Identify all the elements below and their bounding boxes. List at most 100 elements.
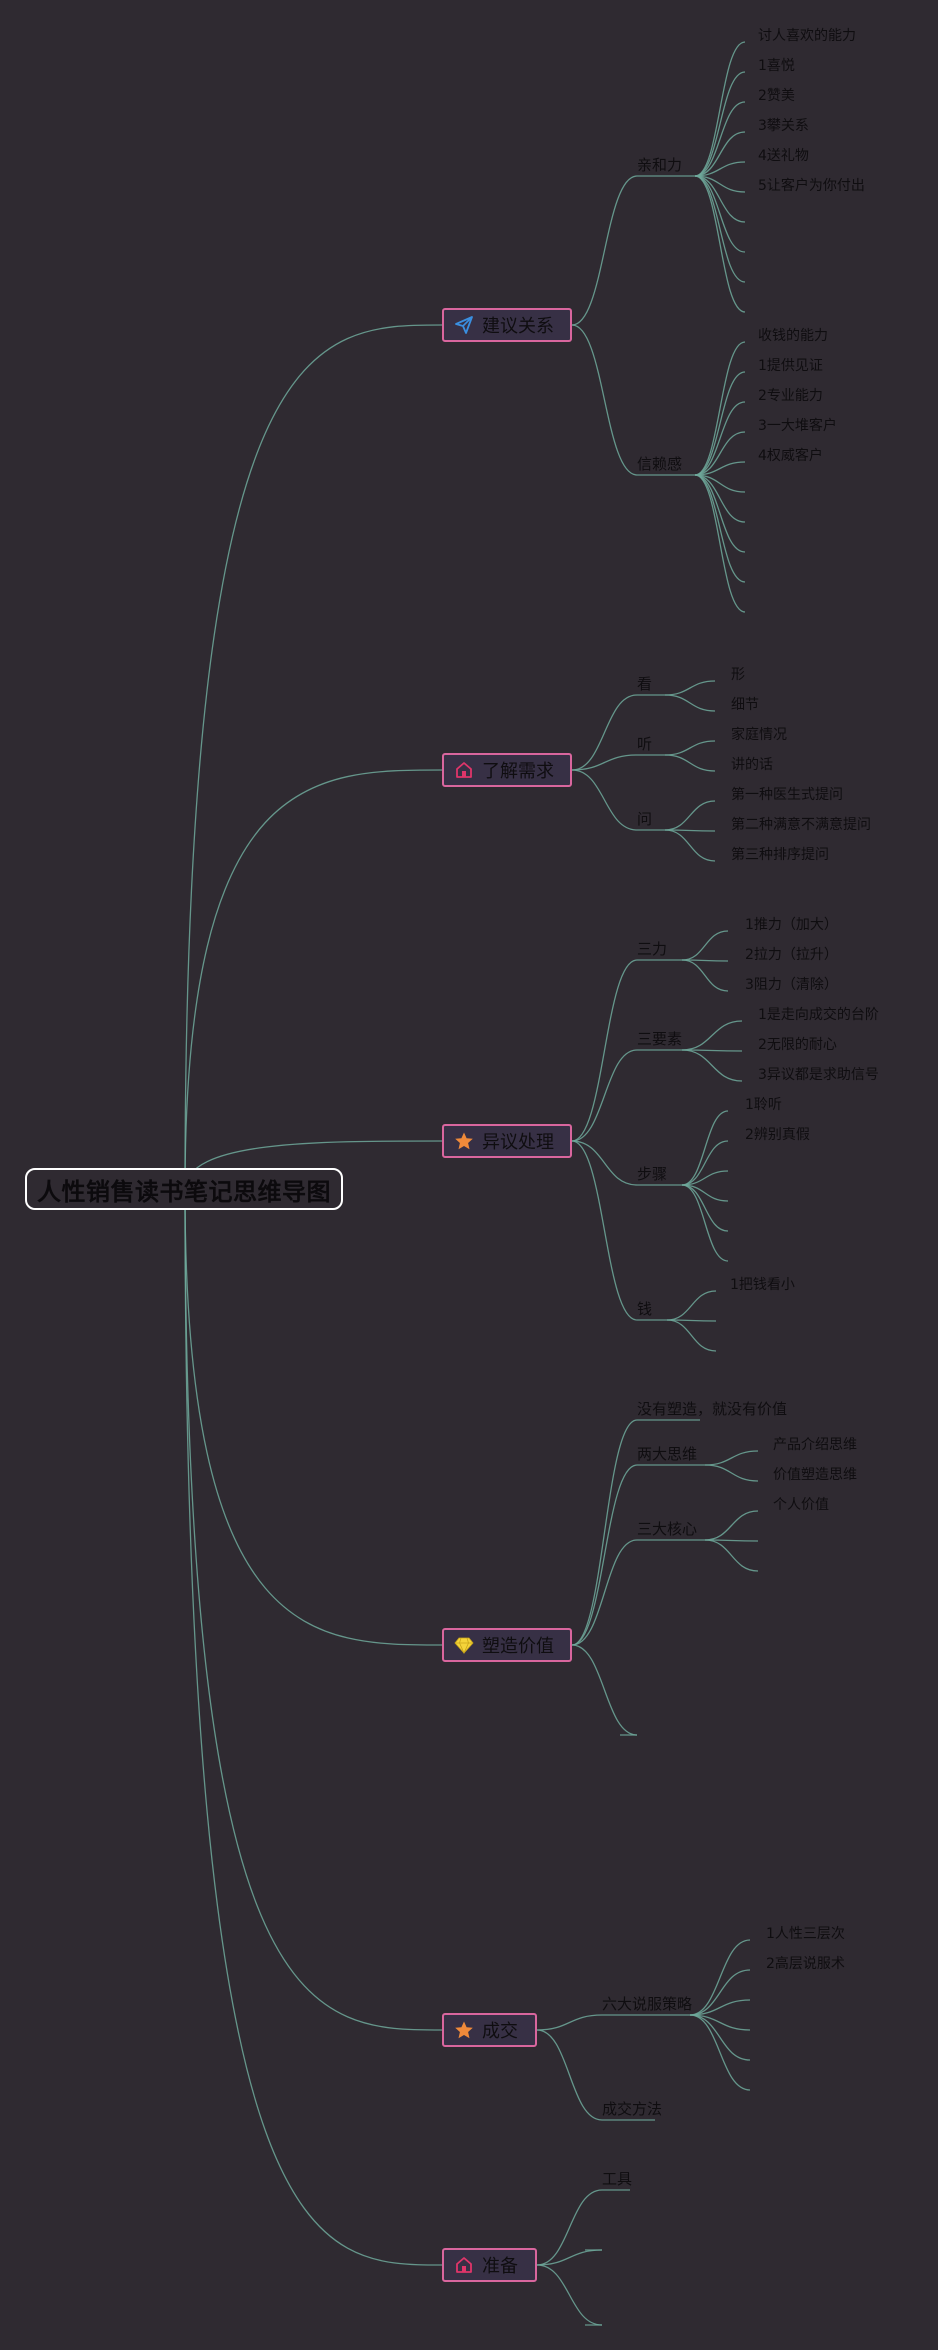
leaf-link xyxy=(664,740,716,756)
leaf-label[interactable]: 细节 xyxy=(731,697,759,713)
leaf-link xyxy=(694,341,746,476)
leaf-label[interactable]: 1把钱看小 xyxy=(730,1277,795,1293)
branch-link xyxy=(571,959,638,1142)
subtopic-label[interactable]: 工具 xyxy=(602,2170,633,2188)
topic-node[interactable]: 建议关系 xyxy=(442,308,572,342)
leaf-label[interactable]: 第三种排序提问 xyxy=(731,847,829,863)
branch-link xyxy=(571,324,638,476)
leaf-link xyxy=(694,41,746,177)
leaf-label[interactable]: 4权威客户 xyxy=(758,448,823,464)
branch-link xyxy=(536,2014,603,2031)
leaf-link xyxy=(681,1020,743,1051)
root-link xyxy=(184,1189,443,2031)
home-icon xyxy=(454,2255,474,2275)
root-topic[interactable]: 人性销售读书笔记思维导图 xyxy=(25,1168,343,1210)
root-title: 人性销售读书笔记思维导图 xyxy=(37,1177,331,1206)
leaf-label[interactable]: 个人价值 xyxy=(773,1497,829,1513)
topic-label: 塑造价值 xyxy=(482,1636,554,1657)
leaf-label[interactable]: 2拉力（拉升） xyxy=(745,947,838,963)
branch-link xyxy=(571,1644,638,1736)
topic-label: 建议关系 xyxy=(482,316,554,337)
leaf-link xyxy=(694,474,746,613)
paper-plane-icon xyxy=(454,315,474,335)
subtopic-label[interactable]: 两大思维 xyxy=(637,1445,698,1463)
subtopic-label[interactable]: 亲和力 xyxy=(637,156,683,174)
topic-label: 异议处理 xyxy=(482,1132,554,1153)
leaf-link xyxy=(689,1999,751,2016)
root-link xyxy=(184,1189,443,1646)
leaf-link xyxy=(664,754,716,772)
leaf-link xyxy=(694,71,746,177)
leaf-link xyxy=(694,131,746,177)
root-link xyxy=(184,1189,443,2266)
diamond-icon xyxy=(454,1635,474,1655)
leaf-label[interactable]: 1人性三层次 xyxy=(766,1926,845,1942)
branch-link xyxy=(571,1049,638,1142)
leaf-label[interactable]: 3异议都是求助信号 xyxy=(758,1067,879,1083)
branch-link xyxy=(571,1140,638,1186)
subtopic-label[interactable]: 信赖感 xyxy=(637,455,683,473)
leaf-label[interactable]: 第一种医生式提问 xyxy=(731,787,843,803)
leaf-label[interactable]: 2无限的耐心 xyxy=(758,1037,837,1053)
leaf-label[interactable]: 1喜悦 xyxy=(758,58,795,74)
topic-label: 准备 xyxy=(482,2256,518,2277)
topic-node[interactable]: 成交 xyxy=(442,2013,537,2047)
leaf-label[interactable]: 家庭情况 xyxy=(731,727,787,743)
leaf-label[interactable]: 价值塑造思维 xyxy=(773,1467,857,1483)
star-icon xyxy=(454,1131,474,1151)
subtopic-label[interactable]: 三大核心 xyxy=(637,1520,698,1538)
leaf-link xyxy=(681,959,729,992)
subtopic-label[interactable]: 三力 xyxy=(637,940,668,958)
subtopic-label[interactable]: 看 xyxy=(637,675,653,693)
leaf-link xyxy=(694,474,746,523)
leaf-link xyxy=(704,1450,759,1466)
leaf-label[interactable]: 2赞美 xyxy=(758,88,795,104)
leaf-link xyxy=(694,431,746,476)
subtopic-label[interactable]: 听 xyxy=(637,735,653,753)
leaf-link xyxy=(704,1539,759,1572)
leaf-label[interactable]: 4送礼物 xyxy=(758,148,809,164)
leaf-label[interactable]: 形 xyxy=(731,667,745,683)
leaf-label[interactable]: 5让客户为你付出 xyxy=(758,178,865,194)
leaf-label[interactable]: 讨人喜欢的能力 xyxy=(758,28,856,44)
leaf-link xyxy=(694,101,746,177)
leaf-label[interactable]: 1聆听 xyxy=(745,1097,782,1113)
subtopic-label[interactable]: 六大说服策略 xyxy=(602,1995,693,2013)
leaf-link xyxy=(681,1140,729,1186)
leaf-link xyxy=(681,1170,729,1186)
leaf-label[interactable]: 1提供见证 xyxy=(758,358,823,374)
leaf-label[interactable]: 收钱的能力 xyxy=(758,328,828,344)
leaf-link xyxy=(694,401,746,476)
topic-node[interactable]: 了解需求 xyxy=(442,753,572,787)
topic-node[interactable]: 异议处理 xyxy=(442,1124,572,1158)
subtopic-label[interactable]: 没有塑造，就没有价值 xyxy=(637,1400,788,1418)
subtopic-label[interactable]: 问 xyxy=(637,810,653,828)
leaf-label[interactable]: 1推力（加大） xyxy=(745,917,838,933)
home-icon xyxy=(454,760,474,780)
topic-node[interactable]: 准备 xyxy=(442,2248,537,2282)
leaf-label[interactable]: 2高层说服术 xyxy=(766,1956,845,1972)
subtopic-label[interactable]: 成交方法 xyxy=(602,2100,663,2118)
leaf-label[interactable]: 产品介绍思维 xyxy=(773,1437,857,1453)
leaf-link xyxy=(689,2014,751,2091)
topic-label: 成交 xyxy=(482,2021,518,2042)
subtopic-label[interactable]: 步骤 xyxy=(637,1165,668,1183)
leaf-label[interactable]: 3攀关系 xyxy=(758,118,809,134)
subtopic-label[interactable]: 钱 xyxy=(637,1300,653,1318)
leaf-link xyxy=(694,461,746,476)
leaf-link xyxy=(689,1939,751,2016)
topic-node[interactable]: 塑造价值 xyxy=(442,1628,572,1662)
leaf-link xyxy=(681,1110,729,1186)
star-icon xyxy=(454,2020,474,2040)
leaf-label[interactable]: 第二种满意不满意提问 xyxy=(731,817,871,833)
leaf-label[interactable]: 讲的话 xyxy=(731,757,773,773)
leaf-label[interactable]: 3一大堆客户 xyxy=(758,418,837,434)
leaf-label[interactable]: 1是走向成交的台阶 xyxy=(758,1007,879,1023)
leaf-link xyxy=(664,800,716,831)
leaf-link xyxy=(704,1464,759,1482)
leaf-label[interactable]: 2专业能力 xyxy=(758,388,823,404)
subtopic-label[interactable]: 三要素 xyxy=(637,1030,683,1048)
root-link xyxy=(184,769,443,1191)
leaf-label[interactable]: 3阻力（清除） xyxy=(745,977,838,993)
leaf-label[interactable]: 2辨别真假 xyxy=(745,1127,810,1143)
